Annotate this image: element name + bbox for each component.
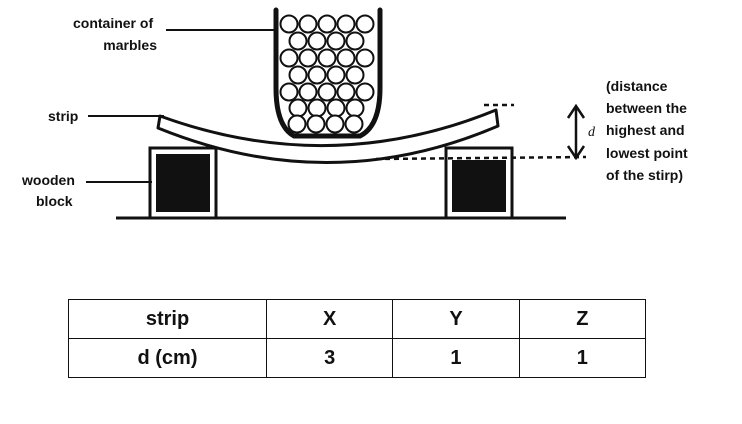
table-cell: Y bbox=[392, 299, 520, 339]
marble bbox=[288, 65, 308, 85]
marble bbox=[355, 48, 375, 68]
dashed-line-bottom bbox=[375, 155, 587, 161]
marble bbox=[317, 82, 337, 102]
marble bbox=[336, 14, 356, 34]
marble bbox=[288, 31, 308, 51]
marble bbox=[298, 48, 318, 68]
wooden-block-right bbox=[444, 146, 514, 220]
marble bbox=[317, 14, 337, 34]
marble bbox=[345, 98, 365, 118]
table-cell: 3 bbox=[265, 338, 394, 378]
d-symbol: d bbox=[588, 125, 596, 140]
table-cell: strip bbox=[68, 299, 267, 339]
marble bbox=[288, 98, 308, 118]
experiment-diagram: d container of marbles strip wooden bloc… bbox=[21, 7, 692, 220]
results-table: strip X Y Z d (cm) 3 1 1 bbox=[68, 299, 647, 378]
marble bbox=[317, 48, 337, 68]
table-cell: X bbox=[265, 299, 394, 339]
marble bbox=[355, 14, 375, 34]
marble bbox=[287, 114, 307, 134]
marble-container bbox=[273, 7, 383, 139]
distance-arrow bbox=[566, 103, 586, 161]
table-row: strip X Y Z bbox=[68, 299, 647, 339]
marble bbox=[355, 82, 375, 102]
distance-note: (distance between the highest and lowest… bbox=[606, 78, 692, 183]
wooden-block-left bbox=[148, 146, 218, 220]
block-label: wooden block bbox=[21, 172, 79, 209]
marble bbox=[279, 48, 299, 68]
table-cell: 1 bbox=[518, 338, 647, 378]
marble bbox=[307, 65, 327, 85]
marble bbox=[307, 31, 327, 51]
marble bbox=[325, 114, 345, 134]
marble bbox=[326, 98, 346, 118]
strip-label: strip bbox=[48, 108, 78, 124]
container-label: container of marbles bbox=[73, 15, 157, 53]
table-row: d (cm) 3 1 1 bbox=[68, 338, 647, 378]
table-cell: Z bbox=[518, 299, 647, 339]
marble bbox=[298, 82, 318, 102]
marble bbox=[326, 31, 346, 51]
marble bbox=[336, 48, 356, 68]
marble bbox=[279, 82, 299, 102]
marble bbox=[336, 82, 356, 102]
marble bbox=[307, 98, 327, 118]
marble bbox=[344, 114, 364, 134]
marble bbox=[345, 31, 365, 51]
marble bbox=[306, 114, 326, 134]
marble bbox=[345, 65, 365, 85]
marble bbox=[326, 65, 346, 85]
table-cell: 1 bbox=[392, 338, 520, 378]
marble bbox=[279, 14, 299, 34]
table-cell: d (cm) bbox=[68, 338, 267, 378]
marble bbox=[298, 14, 318, 34]
bent-strip bbox=[156, 108, 500, 164]
